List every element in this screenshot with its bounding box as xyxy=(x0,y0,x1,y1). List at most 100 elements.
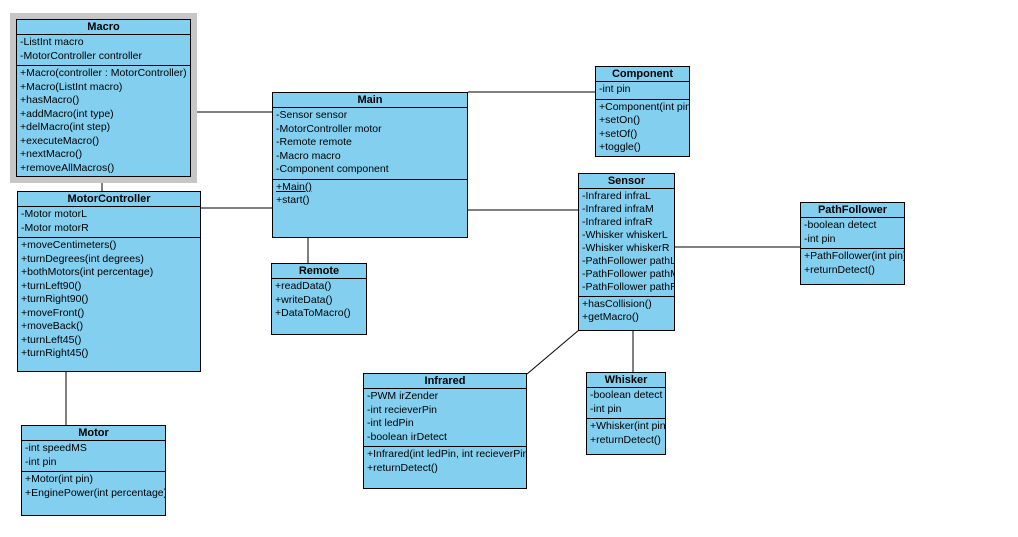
method: +toggle() xyxy=(599,141,641,153)
class-box-main[interactable]: Main -Sensor sensor-MotorController moto… xyxy=(272,92,468,238)
class-title: Remote xyxy=(272,264,366,279)
class-title: Whisker xyxy=(587,373,665,388)
method: +executeMacro() xyxy=(20,134,100,147)
attribute: -int pin xyxy=(804,232,836,245)
method: +hasMacro() xyxy=(20,94,80,106)
attributes-compartment: -boolean detect-int pin xyxy=(587,388,665,419)
attribute: -Whisker whiskerR xyxy=(582,242,670,254)
attributes-compartment: -Sensor sensor-MotorController motor-Rem… xyxy=(273,108,467,180)
method: +EnginePower(int percentage) xyxy=(25,486,165,499)
attribute: -int pin xyxy=(25,455,57,468)
attribute: -Macro macro xyxy=(276,149,341,162)
method: +bothMotors(int percentage) xyxy=(21,266,154,278)
method: +turnRight90() xyxy=(21,293,89,305)
method: +Macro(ListInt macro) xyxy=(20,80,123,93)
attribute: -Sensor sensor xyxy=(276,109,348,121)
attribute: -boolean detect xyxy=(804,219,877,231)
method: +Infrared(int ledPin, int recieverPin) xyxy=(367,448,526,460)
selection-frame: Macro -ListInt macro-MotorController con… xyxy=(10,13,197,183)
method: +moveFront() xyxy=(21,306,85,319)
attribute: -int recieverPin xyxy=(367,403,438,416)
class-box-motor[interactable]: Motor -int speedMS-int pin +Motor(int pi… xyxy=(21,425,166,516)
class-box-sensor[interactable]: Sensor -Infrared infraL-Infrared infraM-… xyxy=(578,173,675,331)
attribute: -int ledPin xyxy=(367,417,414,429)
method: +readData() xyxy=(275,280,332,292)
method: +removeAllMacros() xyxy=(20,161,115,174)
class-box-motorcontroller[interactable]: MotorController -Motor motorL-Motor moto… xyxy=(17,191,201,372)
attribute: -PathFollower pathM xyxy=(582,268,674,280)
method: +DataToMacro() xyxy=(275,307,351,319)
class-box-pathfollower[interactable]: PathFollower -boolean detect-int pin +Pa… xyxy=(800,202,905,285)
method: +Component(int pin) xyxy=(599,100,689,113)
method: +Macro(controller : MotorController) xyxy=(20,67,187,79)
attribute: -Infrared infraL xyxy=(582,190,651,202)
methods-compartment: +Main()+start() xyxy=(273,180,467,238)
methods-compartment: +Component(int pin)+setOn()+setOf()+togg… xyxy=(596,100,689,157)
attributes-compartment: -int pin xyxy=(596,82,689,100)
attribute: -Remote remote xyxy=(276,136,352,148)
attributes-compartment: -boolean detect-int pin xyxy=(801,218,904,249)
class-box-remote[interactable]: Remote +readData()+writeData()+DataToMac… xyxy=(271,263,367,335)
methods-compartment: +moveCentimeters()+turnDegrees(int degre… xyxy=(18,238,200,371)
attribute: -Infrared infraR xyxy=(582,216,653,228)
attribute: -int pin xyxy=(590,402,622,415)
class-box-macro[interactable]: Macro -ListInt macro-MotorController con… xyxy=(16,19,191,177)
method: +returnDetect() xyxy=(590,433,661,446)
attribute: -MotorController motor xyxy=(276,122,382,135)
attributes-compartment: -Infrared infraL-Infrared infraM-Infrare… xyxy=(579,189,674,297)
method: +moveCentimeters() xyxy=(21,239,117,251)
attribute: -ListInt macro xyxy=(20,36,84,48)
methods-compartment: +Whisker(int pin)+returnDetect() xyxy=(587,419,665,454)
method: +setOf() xyxy=(599,127,638,140)
method: +turnDegrees(int degrees) xyxy=(21,252,144,265)
attributes-compartment: -Motor motorL-Motor motorR xyxy=(18,207,200,238)
attribute: -boolean irDetect xyxy=(367,430,447,443)
class-title: Main xyxy=(273,93,467,108)
method: +nextMacro() xyxy=(20,148,83,160)
attribute: -Motor motorR xyxy=(21,221,89,234)
method: +start() xyxy=(276,194,310,206)
class-title: Motor xyxy=(22,426,165,441)
method: +returnDetect() xyxy=(804,263,875,276)
method: +addMacro(int type) xyxy=(20,107,114,120)
class-box-infrared[interactable]: Infrared -PWM irZender-int recieverPin-i… xyxy=(363,373,527,489)
attribute: -PathFollower pathR xyxy=(582,281,674,293)
class-title: Sensor xyxy=(579,174,674,189)
attribute: -PWM irZender xyxy=(367,390,439,402)
class-box-component[interactable]: Component -int pin +Component(int pin)+s… xyxy=(595,66,690,157)
method: +writeData() xyxy=(275,293,333,306)
association-sensor-infrared[interactable] xyxy=(526,329,580,375)
method: +Whisker(int pin) xyxy=(590,420,665,432)
attributes-compartment: -PWM irZender-int recieverPin-int ledPin… xyxy=(364,389,526,447)
methods-compartment: +PathFollower(int pin)+returnDetect() xyxy=(801,249,904,284)
attributes-compartment: -int speedMS-int pin xyxy=(22,441,165,472)
class-title: Infrared xyxy=(364,374,526,389)
method: +Main() xyxy=(276,180,312,193)
attribute: -Infrared infraM xyxy=(582,203,654,215)
attribute: -Motor motorL xyxy=(21,208,87,220)
method: +returnDetect() xyxy=(367,461,438,474)
method: +turnRight45() xyxy=(21,347,89,359)
methods-compartment: +Infrared(int ledPin, int recieverPin)+r… xyxy=(364,447,526,488)
method: +moveBack() xyxy=(21,320,84,332)
method: +turnLeft45() xyxy=(21,333,82,346)
attribute: -int pin xyxy=(599,83,631,95)
method: +turnLeft90() xyxy=(21,279,82,292)
attribute: -int speedMS xyxy=(25,442,87,454)
attribute: -PathFollower pathL xyxy=(582,255,674,267)
method: +setOn() xyxy=(599,114,641,126)
attributes-compartment: -ListInt macro-MotorController controlle… xyxy=(17,35,190,66)
attribute: -Component component xyxy=(276,163,389,175)
attribute: -MotorController controller xyxy=(20,49,142,62)
method: +hasCollision() xyxy=(582,298,652,310)
class-title: Component xyxy=(596,67,689,82)
class-box-whisker[interactable]: Whisker -boolean detect-int pin +Whisker… xyxy=(586,372,666,455)
attribute: -Whisker whiskerL xyxy=(582,229,668,241)
method: +delMacro(int step) xyxy=(20,121,111,133)
methods-compartment: +Motor(int pin)+EnginePower(int percenta… xyxy=(22,472,165,515)
class-title: PathFollower xyxy=(801,203,904,218)
method: +Motor(int pin) xyxy=(25,473,93,485)
method: +getMacro() xyxy=(582,311,639,323)
class-title: Macro xyxy=(17,20,190,35)
